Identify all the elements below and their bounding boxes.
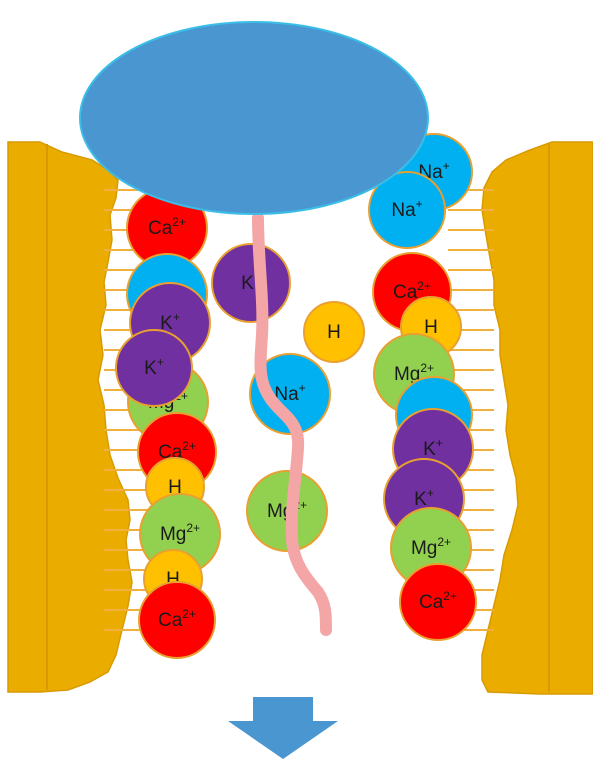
ion-label: H (327, 322, 341, 343)
ion-ca-left-3: Ca2+ (139, 582, 215, 658)
right-membrane-wall (482, 142, 593, 694)
ion-ca-right-2: Ca2+ (400, 564, 476, 640)
ion-h-center: H (304, 302, 364, 362)
ion-spheres: Na+Na+Ca2+K+Ca2+K+HHMg2+K+Mg2+Na+Ca2+K+H… (116, 134, 476, 658)
ion-k-center: K+ (212, 244, 290, 322)
protein-head (80, 22, 428, 214)
ion-k-left-2: K+ (116, 330, 192, 406)
right-wall-body (482, 142, 593, 694)
down-arrow-icon (228, 697, 338, 759)
